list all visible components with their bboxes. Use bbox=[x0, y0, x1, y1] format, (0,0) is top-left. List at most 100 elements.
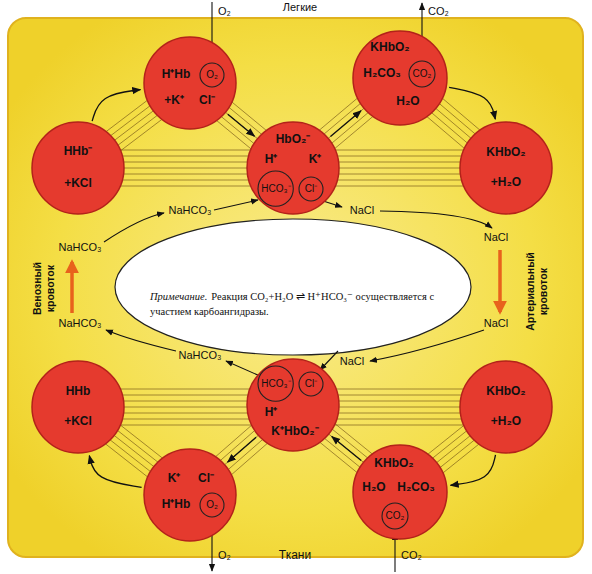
ion-circle: CO₂ bbox=[381, 502, 409, 530]
cell-circle: CO₂KHbO₂H₂CO₃H₂O bbox=[352, 30, 448, 126]
circle-shape bbox=[144, 37, 236, 129]
formula-text: +KCl bbox=[64, 177, 92, 191]
formula-text: H⁺ bbox=[265, 406, 278, 420]
ion-circle: Cl⁻ bbox=[298, 176, 324, 202]
formula-text: HCO₃⁻ bbox=[261, 378, 290, 390]
line-bundles bbox=[71, 69, 514, 505]
salt-label: NaHCO₃ bbox=[169, 204, 212, 217]
circle-shape bbox=[247, 122, 339, 214]
formula-text: KHbO₂ bbox=[486, 146, 525, 160]
flow-connector bbox=[332, 437, 361, 461]
note-heading: Примечание. bbox=[150, 291, 207, 302]
formula-text: K⁺HbO₂⁻ bbox=[271, 425, 318, 439]
salt-label: NaCl bbox=[484, 317, 508, 330]
ion-circle: HCO₃⁻ bbox=[257, 365, 294, 402]
circle-shape bbox=[409, 61, 435, 87]
circle-shape bbox=[200, 63, 224, 87]
formula-text: Cl⁻ bbox=[305, 378, 317, 390]
arterial-arrow bbox=[498, 250, 502, 312]
gas-label: CO₂ bbox=[401, 549, 422, 562]
cell-circle: O₂ H⁺Hb +K⁺ Cl⁻ bbox=[143, 36, 237, 130]
flow-arrow bbox=[214, 200, 258, 210]
formula-text: H⁺Hb bbox=[162, 68, 191, 82]
circle-shape bbox=[32, 361, 124, 453]
cell-circle: HHb⁻+KCl bbox=[31, 121, 125, 215]
cell-circle: HCO₃⁻ Cl⁻ H⁺ K⁺HbO₂⁻ bbox=[246, 358, 340, 452]
circle-shape bbox=[258, 366, 293, 401]
flow-label: Артериальный кровоток bbox=[524, 246, 549, 338]
circle-outline bbox=[31, 360, 125, 454]
formula-text: O₂ bbox=[206, 69, 218, 81]
cell-circle: CO₂ KHbO₂ H₂O H₂CO₃ bbox=[352, 444, 448, 540]
circle-outline bbox=[143, 36, 237, 130]
ion-circle: HCO₃⁻ bbox=[257, 170, 294, 207]
cell-circle: KHbO₂ +H₂O bbox=[459, 121, 553, 215]
flow-arrow bbox=[320, 351, 338, 370]
circle-shape bbox=[382, 503, 408, 529]
flow-arrow bbox=[226, 361, 260, 376]
flow-arrow bbox=[380, 211, 492, 228]
salt-label: NaHCO₃ bbox=[59, 317, 102, 330]
formula-text: Cl⁻ bbox=[305, 183, 317, 195]
flow-connector bbox=[451, 455, 496, 485]
flow-connector bbox=[228, 437, 256, 462]
flow-connector bbox=[228, 114, 255, 136]
circle-outline bbox=[143, 448, 237, 542]
flow-connector bbox=[89, 456, 141, 488]
formula-text: H₂CO₃ bbox=[397, 481, 435, 495]
blood-ground bbox=[8, 18, 583, 557]
formula-text: HHb bbox=[66, 385, 91, 399]
venous-arrow bbox=[70, 262, 74, 313]
cell-circle: O₂K⁺Cl⁻H⁺Hb bbox=[143, 448, 237, 542]
cell-circle: KHbO₂ +H₂O bbox=[459, 360, 553, 454]
formula-text: +KCl bbox=[64, 415, 92, 429]
ion-circle: Cl⁻ bbox=[298, 371, 324, 397]
note-ellipse bbox=[115, 219, 471, 355]
circle-shape bbox=[353, 445, 447, 539]
cell-circle: HCO₃⁻ Cl⁻ HbO₂⁻ H⁺ K⁺ bbox=[246, 121, 340, 215]
gas-label: CO₂ bbox=[428, 5, 449, 18]
flow-label: Венозный кровоток bbox=[31, 258, 56, 320]
formula-text: +H₂O bbox=[491, 415, 521, 429]
formula-text: KHbO₂ bbox=[486, 385, 525, 399]
note-block: Примечание.Реакция CO₂+H₂O ⇌ H⁺HCO₃⁻ осу… bbox=[150, 289, 440, 319]
formula-text: H⁺Hb bbox=[162, 498, 191, 512]
formula-text: +H₂O bbox=[491, 176, 521, 190]
formula-text: H₂O bbox=[362, 481, 385, 495]
salt-label: NaHCO₃ bbox=[59, 241, 102, 254]
formula-text: HCO₃⁻ bbox=[261, 183, 290, 195]
formula-text: Cl⁻ bbox=[199, 94, 215, 108]
circle-shape bbox=[32, 122, 124, 214]
gas-label: O₂ bbox=[218, 5, 231, 18]
circle-shape bbox=[460, 122, 552, 214]
flow-arrow bbox=[104, 213, 164, 242]
flow-arrow bbox=[106, 330, 176, 351]
formula-text: +K⁺ bbox=[164, 94, 184, 108]
formula-text: KHbO₂ bbox=[370, 41, 409, 55]
formula-text: CO₂ bbox=[386, 510, 405, 522]
formula-text: K⁺ bbox=[309, 153, 322, 167]
circle-shape bbox=[353, 31, 447, 125]
circle-shape bbox=[299, 177, 323, 201]
circle-outline bbox=[459, 121, 553, 215]
formula-text: H⁺ bbox=[265, 153, 278, 167]
circle-shape bbox=[460, 361, 552, 453]
circle-shape bbox=[258, 171, 293, 206]
circle-outline bbox=[31, 121, 125, 215]
circle-outline bbox=[459, 360, 553, 454]
formula-text: HbO₂⁻ bbox=[276, 133, 311, 147]
circle-shape bbox=[247, 359, 339, 451]
flow-connector bbox=[92, 90, 140, 121]
circle-shape bbox=[144, 449, 236, 541]
salt-label: NaCl bbox=[484, 231, 508, 244]
flow-connector bbox=[330, 111, 360, 137]
formula-text: O₂ bbox=[206, 499, 218, 511]
formula-text: KHbO₂ bbox=[374, 457, 413, 471]
formula-text: CO₂ bbox=[413, 68, 432, 80]
salt-label: NaCl bbox=[340, 355, 364, 368]
cell-circle: HHb +KCl bbox=[31, 360, 125, 454]
salt-label: NaCl bbox=[350, 204, 374, 217]
